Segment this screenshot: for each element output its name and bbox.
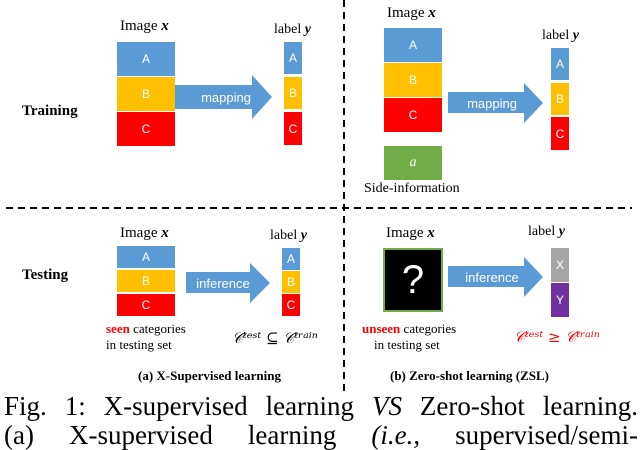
left-test-image-label: Image x: [120, 225, 169, 241]
arrow-right-mapping: [448, 83, 543, 123]
left-train-label-y: label y: [274, 22, 311, 37]
right-test-label-y: label y: [528, 224, 565, 239]
right-train-label-b: B: [551, 83, 569, 115]
left-formula: 𝒞ᵗᵉˢᵗ ⊆ 𝒞ᵗʳᵃⁱⁿ: [232, 329, 318, 347]
seen-categories-text: seen categories: [106, 321, 186, 336]
left-train-arrow-label: mapping: [201, 89, 251, 105]
left-test-arrow-label: inference: [196, 275, 250, 291]
right-test-label-x: X: [551, 248, 569, 282]
left-test-block-c: C: [117, 294, 175, 316]
left-train-label-a: A: [284, 42, 302, 74]
arrow-left-mapping: [170, 75, 272, 119]
right-train-label-c: C: [551, 117, 569, 150]
right-train-label-y: label y: [542, 28, 579, 43]
arrow-right-inference: [448, 257, 543, 297]
unseen-testing-set-text: in testing set: [374, 337, 440, 352]
arrow-left-inference: [186, 263, 270, 303]
left-train-label-b: B: [284, 77, 302, 109]
side-information-label: Side-information: [364, 181, 460, 196]
left-test-label-c: C: [282, 294, 300, 316]
left-test-block-b: B: [117, 270, 175, 292]
caption-b: (b) Zero-shot learning (ZSL): [390, 368, 550, 383]
right-test-label-y-block: Y: [551, 283, 569, 317]
right-test-arrow-label: inference: [465, 269, 519, 285]
right-train-side-block: a: [384, 146, 442, 180]
unknown-image: ?: [383, 248, 443, 312]
right-train-block-a: A: [384, 28, 442, 62]
right-train-arrow-label: mapping: [467, 95, 517, 111]
figure-caption-line-1: Fig. 1: X-supervised learning VS Zero-sh…: [4, 391, 639, 421]
row-label-testing: Testing: [22, 267, 69, 283]
right-formula: 𝒞ᵗᵉˢᵗ ≥ 𝒞ᵗʳᵃⁱⁿ: [514, 328, 600, 346]
caption-a: (a) X-Supervised learning: [138, 368, 281, 383]
unseen-categories-text: unseen categories: [362, 321, 457, 336]
left-test-label-y: label y: [270, 228, 307, 243]
left-train-image-label: Image x: [120, 18, 169, 34]
left-test-block-a: A: [117, 246, 175, 268]
left-train-label-c: C: [284, 112, 302, 145]
figure-caption-line-2: (a) X-supervised learning (i.e., supervi…: [4, 420, 639, 450]
left-train-block-b: B: [117, 77, 175, 111]
question-mark-icon: ?: [401, 258, 425, 302]
seen-testing-set-text: in testing set: [106, 337, 172, 352]
row-label-training: Training: [22, 103, 78, 119]
left-train-block-a: A: [117, 42, 175, 76]
right-train-label-a: A: [551, 48, 569, 80]
left-test-label-a: A: [282, 248, 300, 270]
right-train-image-label: Image x: [387, 5, 436, 21]
right-train-block-c: C: [384, 98, 442, 132]
left-test-label-b: B: [282, 271, 300, 293]
left-train-block-c: C: [117, 112, 175, 146]
right-test-image-label: Image x: [386, 225, 435, 241]
right-train-block-b: B: [384, 63, 442, 97]
